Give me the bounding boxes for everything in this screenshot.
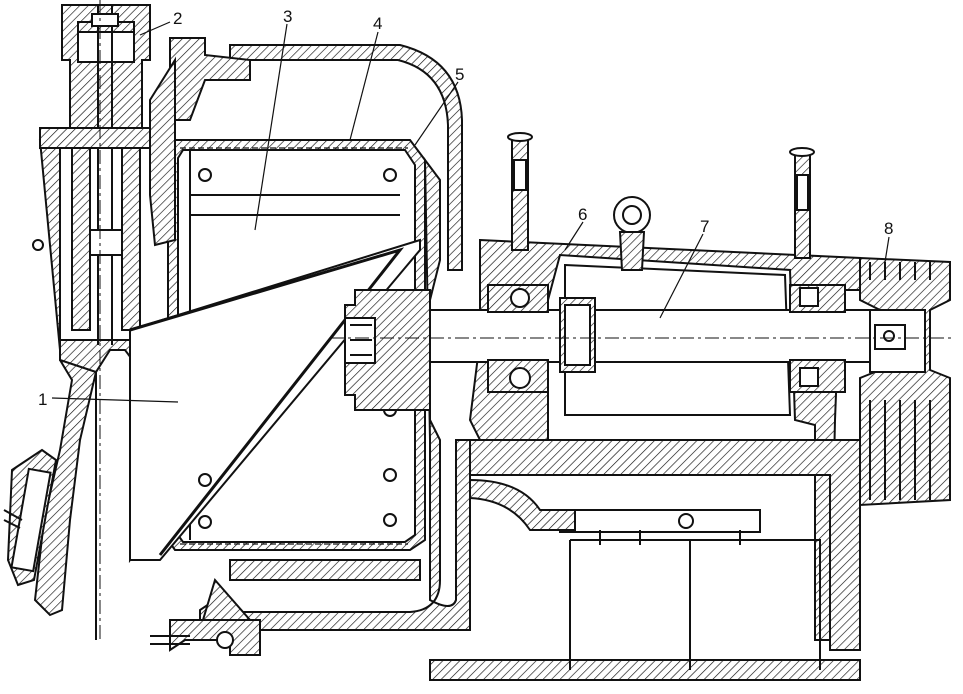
center-lines	[99, 0, 955, 640]
callout-8: 8	[884, 219, 893, 238]
basket	[129, 139, 426, 561]
bearing-frame	[150, 132, 871, 681]
leader-lines	[51, 21, 890, 403]
callout-6: 6	[578, 205, 587, 224]
callout-labels: 1 2 3 4 5 6 7 8	[38, 7, 893, 409]
outer-casing	[149, 37, 471, 642]
housing	[3, 4, 166, 640]
callout-3: 3	[283, 7, 292, 26]
bolt-circles	[198, 168, 397, 529]
callout-1: 1	[38, 390, 47, 409]
callout-2: 2	[173, 9, 182, 28]
pulley	[859, 256, 951, 507]
callout-4: 4	[373, 14, 382, 33]
callout-7: 7	[700, 217, 709, 236]
grease-cups	[507, 132, 815, 259]
callout-5: 5	[455, 65, 464, 84]
